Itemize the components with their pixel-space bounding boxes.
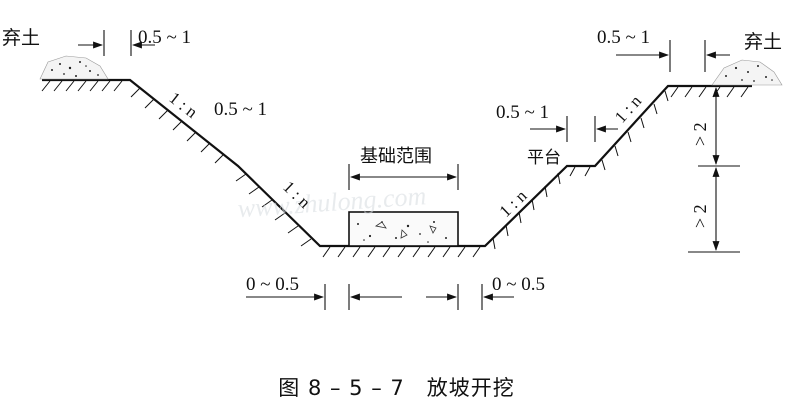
- depth-upper-label: > 2: [690, 122, 710, 146]
- top-berm-left-label: 0.5 ~ 1: [138, 27, 191, 48]
- soil-hatching: [41, 80, 749, 258]
- bench-left-label: 0.5 ~ 1: [214, 99, 267, 120]
- foundation-block: [348, 211, 459, 247]
- bench-right-label: 0.5 ~ 1: [496, 102, 549, 123]
- dimension-top-berm-right: [616, 40, 730, 72]
- work-space-left-label: 0 ~ 0.5: [246, 274, 299, 295]
- work-space-right-label: 0 ~ 0.5: [492, 274, 545, 295]
- spoil-label-right: 弃土: [744, 31, 782, 53]
- dimension-work-space-right: [426, 284, 514, 310]
- dimension-bench-right: [530, 116, 618, 142]
- spoil-label-left: 弃土: [2, 27, 40, 49]
- spoil-heap-left: [39, 55, 109, 80]
- ground-line: [42, 78, 752, 248]
- dimension-top-berm-left: [78, 30, 155, 56]
- slope-label-upper-right: 1 : n: [611, 91, 646, 127]
- dimension-depth: [688, 85, 740, 253]
- slope-label-upper-left: 1 : n: [166, 88, 202, 122]
- platform-label: 平台: [527, 148, 561, 168]
- excavation-profile: [42, 78, 752, 248]
- dimension-foundation-range: [348, 164, 459, 190]
- depth-lower-label: > 2: [690, 204, 710, 228]
- spoil-heap-right: [711, 59, 783, 86]
- foundation-range-label: 基础范围: [360, 146, 432, 167]
- figure-caption: 图 8 – 5 – 7 放坡开挖: [278, 376, 515, 400]
- slope-label-lower-right: 1 : n: [496, 186, 531, 221]
- dimension-work-space-left: [246, 284, 402, 310]
- top-berm-right-label: 0.5 ~ 1: [597, 27, 650, 48]
